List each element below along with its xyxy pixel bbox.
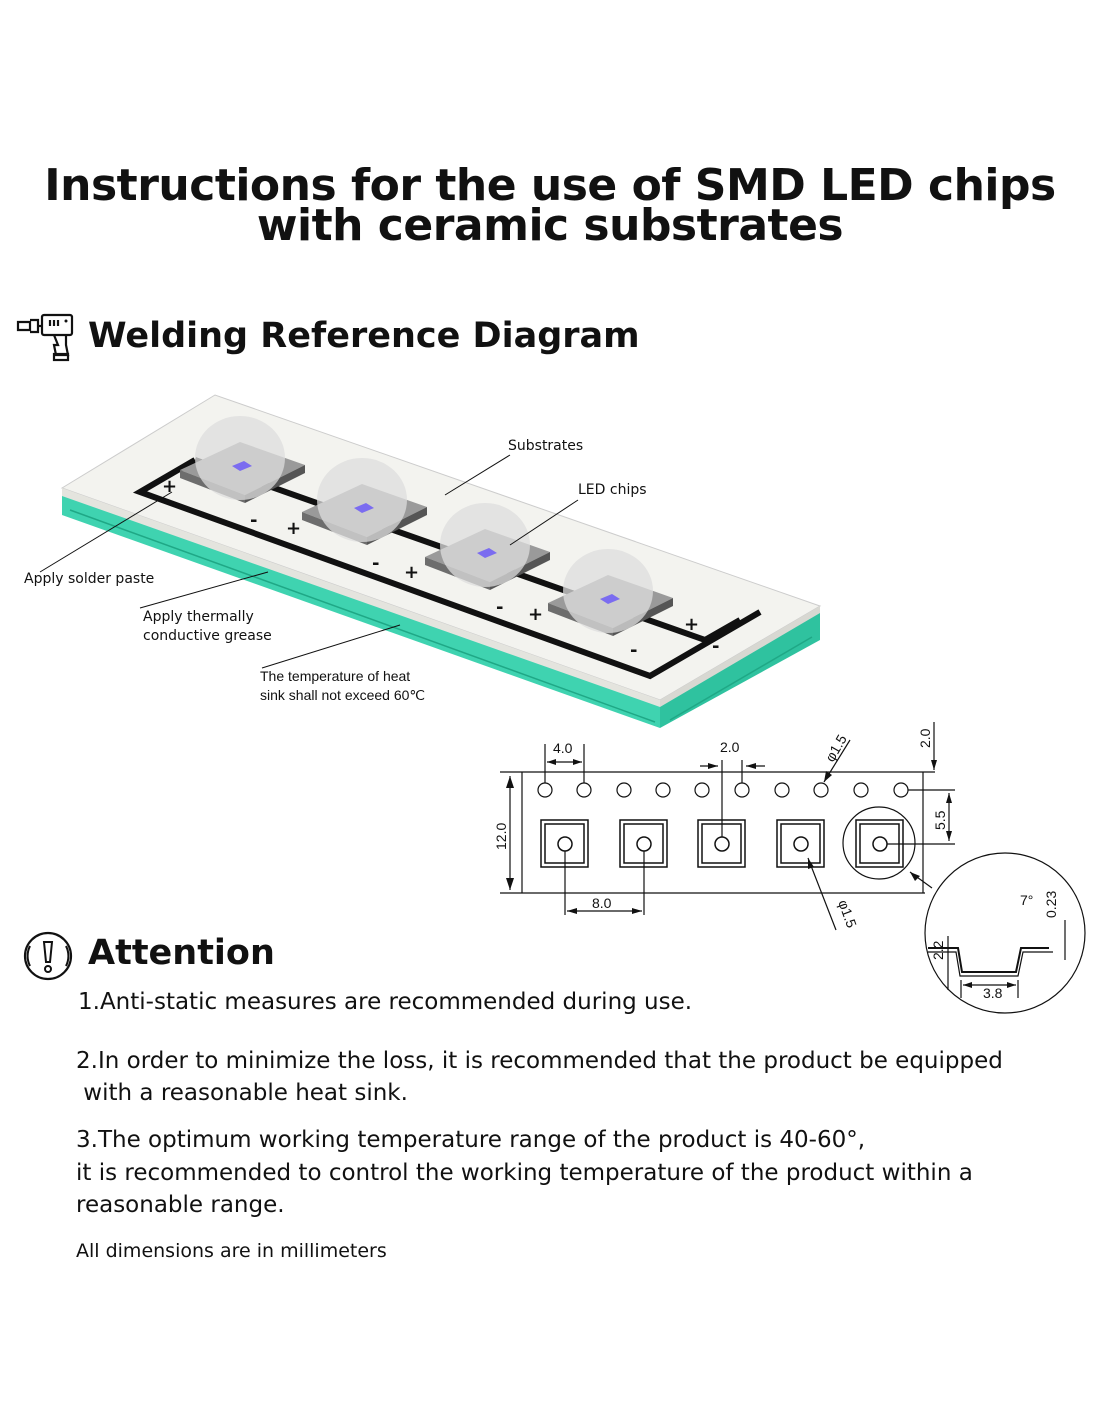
label-grease-1: Apply thermally [143, 609, 254, 625]
polarity-minus: - [250, 510, 258, 531]
dim-top-margin: 2.0 [917, 728, 933, 748]
dim-depth: 2.2 [930, 940, 946, 960]
detail-circle [924, 852, 1086, 1014]
polarity-minus: - [372, 553, 380, 574]
welding-heading: Welding Reference Diagram [88, 316, 640, 356]
attention-heading: Attention [88, 933, 275, 973]
label-substrates: Substrates [508, 438, 584, 454]
dim-width: 12.0 [493, 823, 509, 850]
attention-item-3-line-1: 3.The optimum working temperature range … [76, 1127, 866, 1153]
polarity-minus: - [712, 636, 720, 657]
polarity-plus: + [684, 614, 700, 635]
polarity-minus: - [496, 597, 504, 618]
polarity-plus: + [286, 518, 302, 539]
attention-item-3-line-2: it is recommended to control the working… [76, 1160, 973, 1186]
label-temp-2: sink shall not exceed 60℃ [260, 687, 426, 703]
polarity-plus: + [528, 604, 544, 625]
dimensions-note: All dimensions are in millimeters [76, 1240, 387, 1262]
dim-pocket-width: 3.8 [983, 985, 1003, 1001]
dim-offset: 2.0 [720, 739, 740, 755]
attention-item-2-line-2: with a reasonable heat sink. [76, 1080, 408, 1106]
dim-angle: 7° [1020, 892, 1033, 908]
label-solder-paste: Apply solder paste [24, 571, 155, 587]
welding-reference-diagram [39, 394, 822, 728]
page-title-line-2: with ceramic substrates [256, 200, 844, 251]
heat-sink-side [660, 612, 820, 728]
label-temp-1: The temperature of heat [260, 668, 411, 684]
attention-item-1: 1.Anti-static measures are recommended d… [78, 989, 693, 1015]
attention-item-3-line-3: reasonable range. [76, 1192, 285, 1218]
dim-hole-dia-top: φ1.5 [822, 732, 850, 765]
polarity-plus: + [162, 476, 178, 497]
pockets [540, 819, 904, 868]
attention-item-2-line-1: 2.In order to minimize the loss, it is r… [76, 1048, 1003, 1074]
dim-thickness: 0.23 [1043, 891, 1059, 918]
dim-pocket-pitch: 8.0 [592, 895, 612, 911]
sprocket-holes [537, 782, 909, 798]
heat-sink-front [62, 490, 660, 728]
label-grease-2: conductive grease [143, 628, 272, 644]
circuit-trace [132, 457, 762, 680]
led-chips [180, 416, 673, 636]
polarity-plus: + [404, 562, 420, 583]
drill-icon [16, 313, 74, 362]
dim-row-offset: 5.5 [932, 810, 948, 830]
page-title-line-1: Instructions for the use of SMD LED chip… [44, 160, 1056, 211]
polarity-minus: - [630, 640, 638, 661]
exclamation-circle-icon [23, 931, 73, 981]
dim-pitch-holes: 4.0 [553, 740, 573, 756]
label-led-chips: LED chips [578, 482, 647, 498]
dim-hole-dia-pocket: φ1.5 [835, 898, 860, 930]
